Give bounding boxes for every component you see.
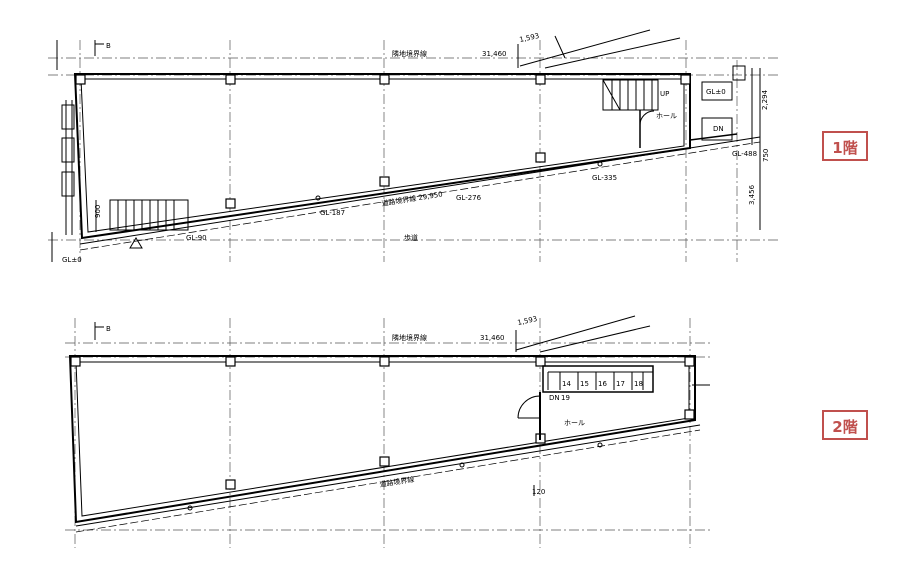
f2-neighbor-boundary: 隣地境界線 (392, 333, 427, 342)
f2-hall-label: ホール (564, 419, 585, 427)
f2-step-18: 18 (634, 380, 643, 388)
f1-dim-right-3: 3,456 (748, 184, 756, 205)
f1-gl-entrance: GL±0 (706, 88, 726, 96)
f1-dim-left: 900 (94, 205, 102, 218)
f2-angle-dim: 1,593 (517, 315, 538, 327)
f1-dn-label: DN (713, 125, 724, 133)
f2-step-16: 16 (598, 380, 607, 388)
floor1-plan (48, 29, 780, 262)
f1-hall-label: ホール (656, 112, 677, 120)
f1-gl-mid: GL-335 (592, 174, 617, 182)
floor1-labels: B 隣地境界線 31,460 1,593 UP ホール GL±0 DN GL-4… (62, 32, 770, 264)
f1-dim-right-1: 2,294 (761, 89, 769, 110)
floor2-stair (517, 365, 654, 440)
f1-gl-right: GL-488 (732, 150, 757, 158)
f1-top-dim: 31,460 (482, 50, 507, 58)
f2-step-17: 17 (616, 380, 625, 388)
f2-stair-no: 19 (561, 394, 570, 402)
floor-2-badge: 2階 (822, 410, 868, 440)
f2-section-mark: B (106, 325, 111, 333)
f2-dn-label: DN (549, 394, 560, 402)
f1-neighbor-boundary: 隣地境界線 (392, 49, 427, 58)
floor1-stair-bottom (109, 199, 189, 249)
f1-dim-right-2: 750 (762, 149, 770, 162)
f2-step-15: 15 (580, 380, 589, 388)
f1-gl-90: GL-90 (186, 234, 207, 242)
f1-gl-187: GL-187 (320, 209, 345, 217)
floor2-plan (65, 315, 710, 548)
f2-small-mark: 120 (532, 488, 545, 496)
f1-angle-dim: 1,593 (519, 32, 540, 44)
f1-sidewalk: 歩道 (404, 233, 418, 242)
floor1-stair-top (602, 79, 659, 148)
f2-step-14: 14 (562, 380, 571, 388)
f1-gl-276: GL-276 (456, 194, 482, 202)
f1-gl-origin: GL±0 (62, 256, 82, 264)
grid-lines-horizontal-2 (65, 342, 710, 531)
f1-up-label: UP (660, 90, 669, 98)
f1-section-mark: B (106, 42, 111, 50)
columns-2 (70, 356, 695, 490)
f2-top-dim: 31,460 (480, 334, 505, 342)
columns (75, 74, 691, 209)
floor-1-badge: 1階 (822, 131, 868, 161)
